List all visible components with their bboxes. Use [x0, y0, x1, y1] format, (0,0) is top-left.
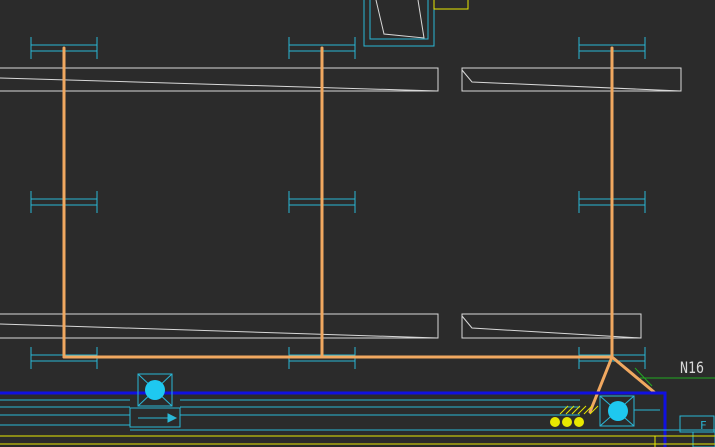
orange-pipe-network[interactable] [62, 46, 656, 414]
pipe-branch-left [588, 355, 614, 414]
pipe-branch-right [610, 355, 656, 394]
hanger-brackets [30, 37, 646, 369]
yellow-dot-icon [574, 417, 584, 427]
node-label-group: N16 [634, 358, 715, 387]
blue-boundary [0, 391, 667, 447]
fan-coil-unit-left[interactable] [137, 373, 173, 407]
node-label-n16: N16 [680, 358, 704, 377]
yellow-dot-icon [562, 417, 572, 427]
fan-coil-unit-right[interactable] [599, 395, 635, 427]
beam-top-right [461, 67, 682, 92]
yellow-dot-icon [550, 417, 560, 427]
yellow-bottom-lines [0, 435, 715, 447]
beam-top-left [0, 67, 439, 92]
circle-x-unit-icon [608, 401, 628, 421]
sprinkler-head-group[interactable] [550, 405, 599, 427]
cyan-duct [0, 395, 715, 447]
beam-bottom-right [461, 313, 642, 339]
beam-bottom-left [0, 313, 439, 339]
arrow-right-icon [138, 413, 178, 423]
side-label-f: F [700, 419, 707, 432]
beam-outlines [0, 67, 682, 339]
circle-x-unit-icon [145, 380, 165, 400]
top-detail-block [363, 0, 469, 47]
